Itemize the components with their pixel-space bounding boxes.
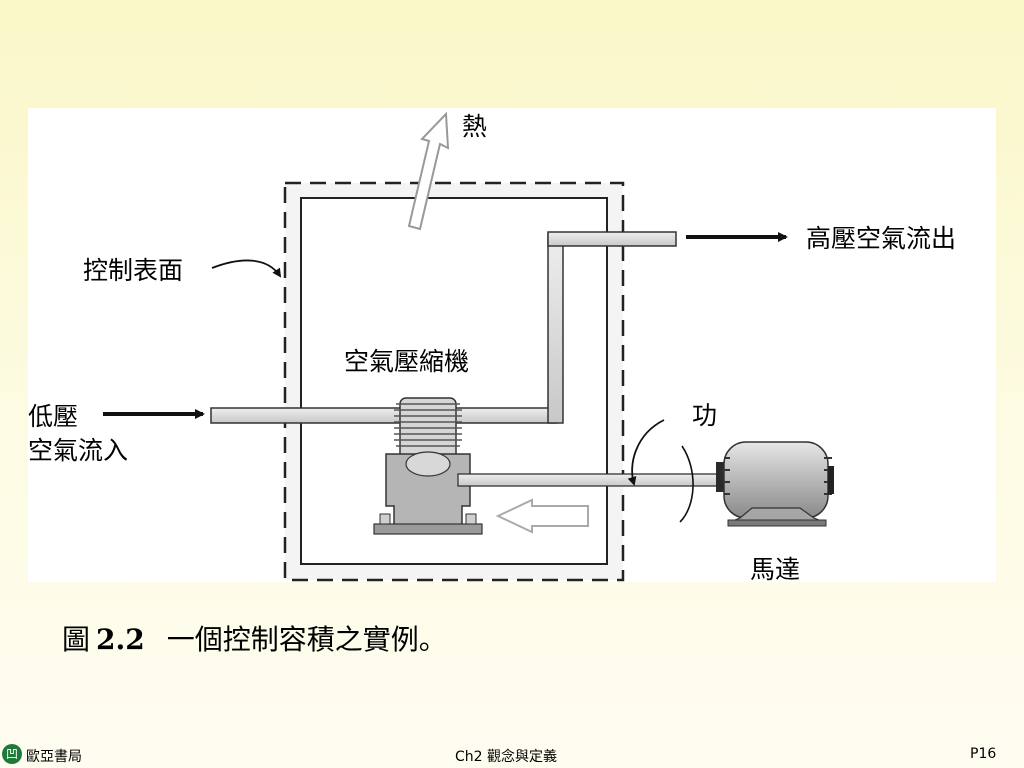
inlet-label: 低壓 空氣流入: [28, 400, 128, 468]
chapter-title: Ch2 觀念與定義: [455, 749, 558, 765]
work-label: 功: [692, 401, 718, 430]
publisher-logo-icon: 凹: [2, 744, 22, 764]
heat-label: 熱: [462, 112, 488, 141]
control-surface-pointer: [211, 259, 282, 278]
compressor-unit: [373, 397, 483, 535]
inlet-label-line2: 空氣流入: [28, 435, 129, 465]
control-surface-label: 控制表面: [83, 256, 184, 285]
drive-shaft: [457, 473, 721, 487]
energy-flow-arrow: [495, 498, 589, 534]
page-number: P16: [970, 746, 997, 762]
motor: [716, 441, 834, 527]
outlet-label: 高壓空氣流出: [806, 224, 957, 253]
air-pipe: [210, 231, 677, 424]
caption-prefix: 圖: [62, 623, 91, 656]
work-rotation-arrow: [627, 419, 694, 523]
control-volume-diagram: [103, 111, 834, 582]
caption-number: 2.2: [96, 623, 145, 656]
compressor-label: 空氣壓縮機: [344, 347, 470, 376]
heat-arrow: [407, 111, 450, 231]
caption-text: 一個控制容積之實例。: [166, 623, 447, 656]
diagram-panel: 熱 控制表面 高壓空氣流出 空氣壓縮機 低壓 空氣流入 功 馬達: [28, 108, 996, 582]
publisher-name: 歐亞書局: [26, 749, 82, 765]
inlet-label-line1: 低壓: [28, 402, 79, 431]
motor-label: 馬達: [750, 555, 801, 584]
